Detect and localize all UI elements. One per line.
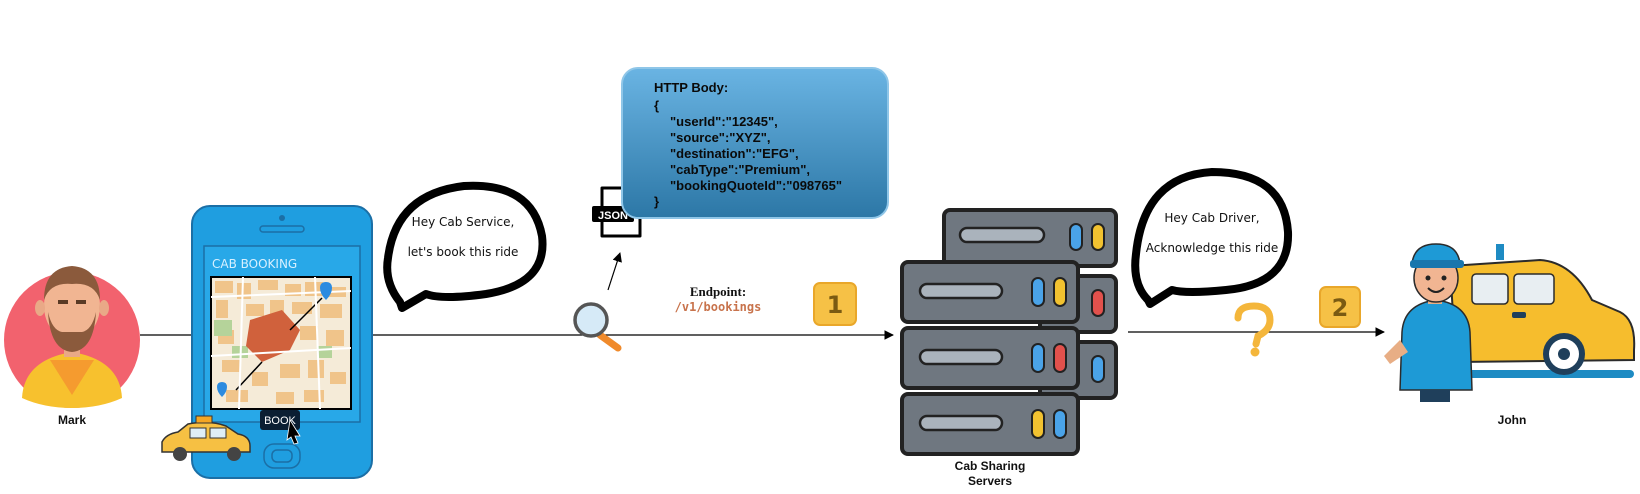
customer-name-label: Mark xyxy=(58,413,86,427)
http-body-line: } xyxy=(654,194,659,209)
http-body-line: "source":"XYZ", xyxy=(670,130,771,145)
map-thumbnail xyxy=(210,276,352,410)
customer-bubble-line-2: let's book this ride xyxy=(408,245,519,259)
customer-avatar xyxy=(4,266,140,408)
http-body-line: "userId":"12345", xyxy=(670,114,778,129)
server-speech-bubble xyxy=(1131,168,1293,308)
http-body-line: "cabType":"Premium", xyxy=(670,162,810,177)
server-bubble-line-1: Hey Cab Driver, xyxy=(1164,211,1259,225)
http-body-line: { xyxy=(654,98,659,113)
http-body-title: HTTP Body: xyxy=(654,80,728,95)
step-1-badge xyxy=(813,282,857,326)
http-body-line: "bookingQuoteId":"098765" xyxy=(670,178,842,193)
http-body-line: "destination":"EFG", xyxy=(670,146,799,161)
server-label-line-2: Servers xyxy=(968,474,1012,488)
server-rack xyxy=(900,208,1118,456)
question-mark-icon xyxy=(1234,302,1274,357)
customer-speech-bubble xyxy=(383,181,547,312)
arrow-to-json xyxy=(607,252,622,291)
customer-bubble-line-1: Hey Cab Service, xyxy=(412,215,515,229)
flow-lines xyxy=(140,252,1385,340)
cursor-icon xyxy=(286,418,301,445)
step-2-badge xyxy=(1319,286,1361,328)
taxi-icon xyxy=(161,415,251,461)
endpoint-label: Endpoint: xyxy=(690,284,746,299)
server-bubble-line-2: Acknowledge this ride xyxy=(1146,241,1278,255)
server-label-line-1: Cab Sharing xyxy=(955,459,1026,473)
driver-name-label: John xyxy=(1498,413,1527,427)
book-button-label: BOOK xyxy=(264,415,296,427)
driver-with-taxi xyxy=(1384,243,1636,402)
step-1-number: 1 xyxy=(827,291,844,319)
step-2-number: 2 xyxy=(1332,294,1349,322)
http-body-box xyxy=(621,67,889,219)
magnifier-icon xyxy=(573,302,622,352)
json-icon-label: JSON xyxy=(598,210,628,222)
endpoint-path: /v1/bookings xyxy=(675,300,762,314)
phone-header: CAB BOOKING xyxy=(212,257,297,271)
